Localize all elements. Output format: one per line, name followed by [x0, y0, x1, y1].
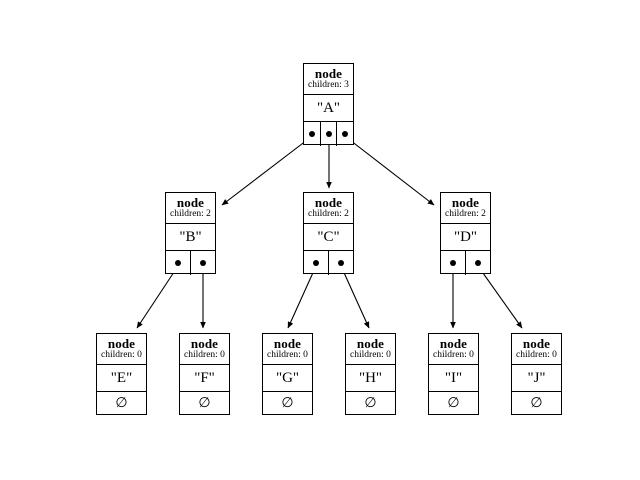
node-children-count: children: 3 [308, 80, 349, 90]
node-type-label: node [356, 336, 385, 351]
pointer-cell-1[interactable] [466, 251, 490, 275]
node-children-count: children: 0 [101, 350, 142, 360]
pointer-cell-0[interactable] [304, 121, 321, 146]
edge-c-to-h [340, 265, 370, 329]
node-value: "H" [346, 365, 395, 392]
pointer-dot-icon [175, 259, 181, 266]
node-children-count: children: 2 [170, 209, 211, 219]
pointer-dot-icon [200, 259, 206, 266]
node-type-label: node [273, 336, 302, 351]
node-children-count: children: 2 [308, 209, 349, 219]
pointer-dot-icon [475, 259, 481, 266]
pointer-dot-icon [338, 259, 344, 266]
node-pointer-row [166, 250, 215, 275]
node-value: "E" [97, 365, 146, 392]
edge-a-to-d [345, 136, 435, 206]
pointer-cell-1[interactable] [329, 251, 353, 275]
edge-d-to-j [477, 265, 523, 329]
node-type-label: node [190, 336, 219, 351]
node-value: "G" [263, 365, 312, 392]
pointer-cell-0[interactable] [166, 250, 191, 275]
pointer-dot-icon [313, 259, 319, 266]
node-value: "I" [429, 365, 478, 392]
pointer-dot-icon [342, 130, 349, 137]
node-value: "C" [304, 224, 353, 251]
node-children-count: children: 0 [516, 350, 557, 360]
node-type-label: node [451, 195, 480, 210]
pointer-cell-1[interactable] [191, 251, 215, 275]
node-type-label: node [176, 195, 205, 210]
node-type-label: node [439, 336, 468, 351]
node-children-count: children: 0 [184, 350, 225, 360]
node-value: "F" [180, 365, 229, 392]
node-type-label: node [314, 195, 343, 210]
edge-a-to-b [221, 136, 312, 206]
node-children-count: children: 0 [267, 350, 308, 360]
edge-b-to-e [136, 265, 179, 329]
pointer-cell-0[interactable] [304, 250, 329, 275]
pointer-cell-0[interactable] [441, 250, 466, 275]
pointer-dot-icon [308, 130, 315, 137]
node-value: "J" [512, 365, 561, 392]
node-null-pointer: ∅ [364, 395, 377, 411]
node-pointer-row [441, 250, 490, 275]
node-value: "A" [304, 95, 353, 122]
node-type-label: node [314, 66, 343, 81]
node-children-count: children: 2 [445, 209, 486, 219]
node-null-pointer: ∅ [115, 395, 128, 411]
pointer-dot-icon [325, 130, 332, 137]
node-value: "B" [166, 224, 215, 251]
node-pointer-row [304, 250, 353, 275]
pointer-dot-icon [450, 259, 456, 266]
node-null-pointer: ∅ [198, 395, 211, 411]
node-pointer-row [304, 121, 353, 146]
node-type-label: node [522, 336, 551, 351]
node-children-count: children: 0 [350, 350, 391, 360]
node-null-pointer: ∅ [281, 395, 294, 411]
node-null-pointer: ∅ [530, 395, 543, 411]
node-null-pointer: ∅ [447, 395, 460, 411]
edge-c-to-g [287, 265, 317, 329]
node-children-count: children: 0 [433, 350, 474, 360]
pointer-cell-1[interactable] [321, 121, 338, 146]
pointer-cell-2[interactable] [337, 122, 353, 146]
node-type-label: node [107, 336, 136, 351]
node-value: "D" [441, 224, 490, 251]
